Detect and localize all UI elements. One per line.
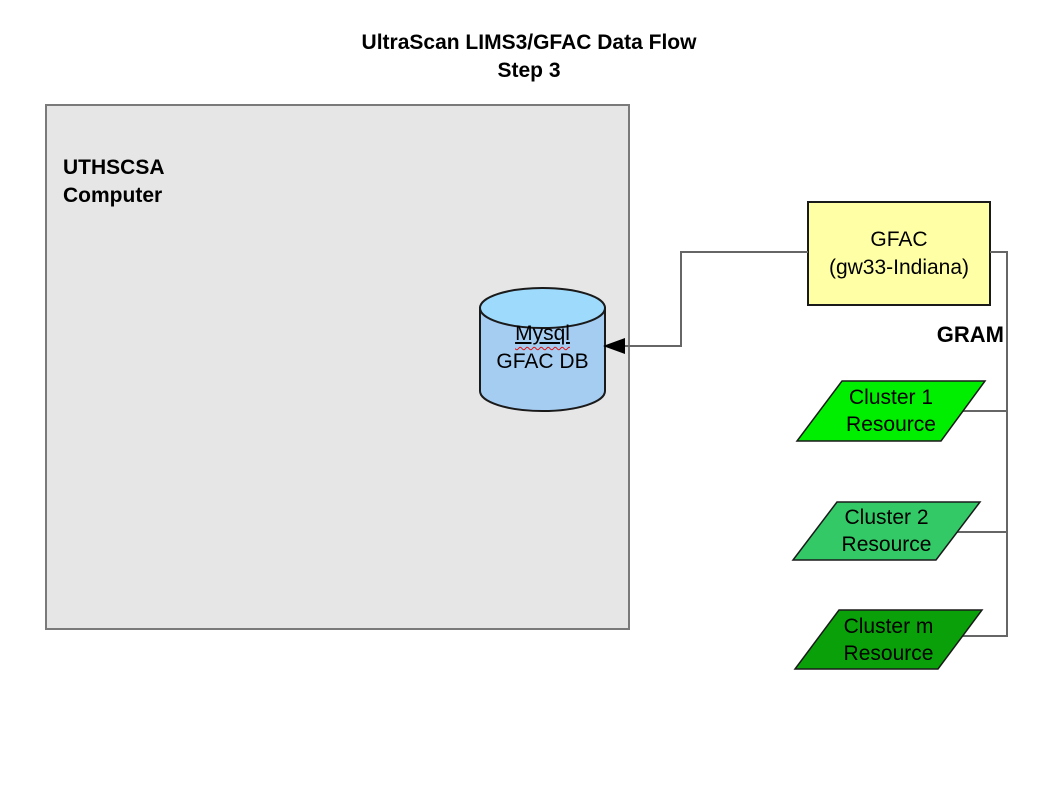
clusterm-label-line1: Cluster m	[843, 614, 934, 638]
cluster2-label-line1: Cluster 2	[844, 506, 929, 529]
uthscsa-computer-label-line2: Computer	[63, 184, 163, 207]
diagram-title-line1: UltraScan LIMS3/GFAC Data Flow	[361, 31, 697, 54]
connector-gfac-to-db	[618, 251, 808, 347]
cluster1-label-line2: Resource	[846, 413, 936, 436]
gfac-node-label-line1: GFAC	[870, 227, 928, 251]
gfac-node-label: GFAC (gw33-Indiana)	[808, 202, 990, 305]
connector-gfac-to-clusters	[950, 251, 1008, 637]
database-label-line2: GFAC DB	[496, 350, 589, 373]
clusterm-label: Cluster m Resource	[795, 610, 982, 669]
database-name-text: Mysql	[515, 322, 570, 345]
arrowhead-left-icon	[603, 338, 625, 354]
database-label-line1: Mysql	[478, 320, 607, 348]
gfac-node-label-line2: (gw33-Indiana)	[828, 255, 970, 279]
cluster2-label: Cluster 2 Resource	[793, 502, 980, 560]
database-cylinder-body	[479, 307, 606, 412]
cluster1-label: Cluster 1 Resource	[797, 381, 985, 441]
diagram-title-line2: Step 3	[497, 59, 561, 82]
gfac-node-box	[807, 201, 991, 306]
cluster1-parallelogram	[795, 380, 987, 442]
gram-label: GRAM	[936, 322, 1004, 347]
uthscsa-computer-label-line1: UTHSCSA	[63, 156, 165, 179]
uthscsa-computer-label: UTHSCSA Computer	[63, 154, 165, 210]
cluster1-label-line1: Cluster 1	[848, 386, 934, 409]
database-cylinder-top	[479, 287, 606, 329]
cluster2-parallelogram	[791, 501, 982, 561]
cluster2-label-line2: Resource	[841, 533, 932, 556]
diagram-title: UltraScan LIMS3/GFAC Data Flow Step 3	[0, 29, 1058, 85]
database-label: Mysql GFAC DB	[478, 320, 607, 376]
spellcheck-wavy-underline: Mysql	[515, 322, 570, 345]
clusterm-label-line2: Resource	[843, 641, 934, 665]
clusterm-parallelogram	[793, 609, 984, 670]
